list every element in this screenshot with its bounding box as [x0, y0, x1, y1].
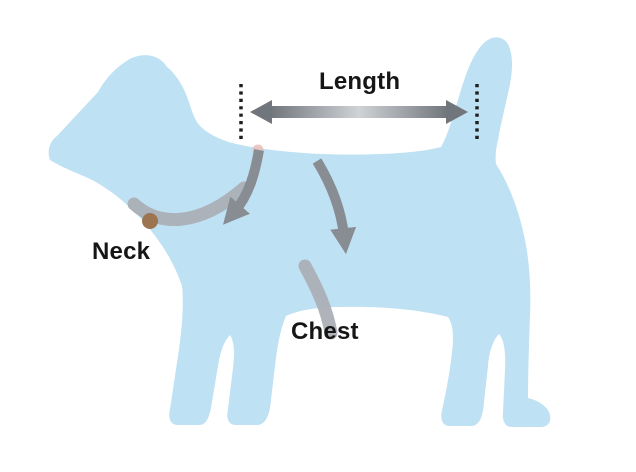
- chest-label: Chest: [291, 318, 359, 345]
- dog-silhouette: [48, 37, 551, 427]
- length-label: Length: [319, 68, 401, 95]
- chest-strap-band: [298, 259, 338, 340]
- length-arrow-right-head: [446, 100, 468, 124]
- length-arrow-shaft: [271, 106, 447, 118]
- length-arrow-left-head: [250, 100, 272, 124]
- collar-tag: [142, 213, 158, 229]
- neck-label: Neck: [92, 238, 151, 265]
- chest-measure-arrow: [312, 158, 357, 255]
- neck-measure-arrow: [223, 149, 264, 225]
